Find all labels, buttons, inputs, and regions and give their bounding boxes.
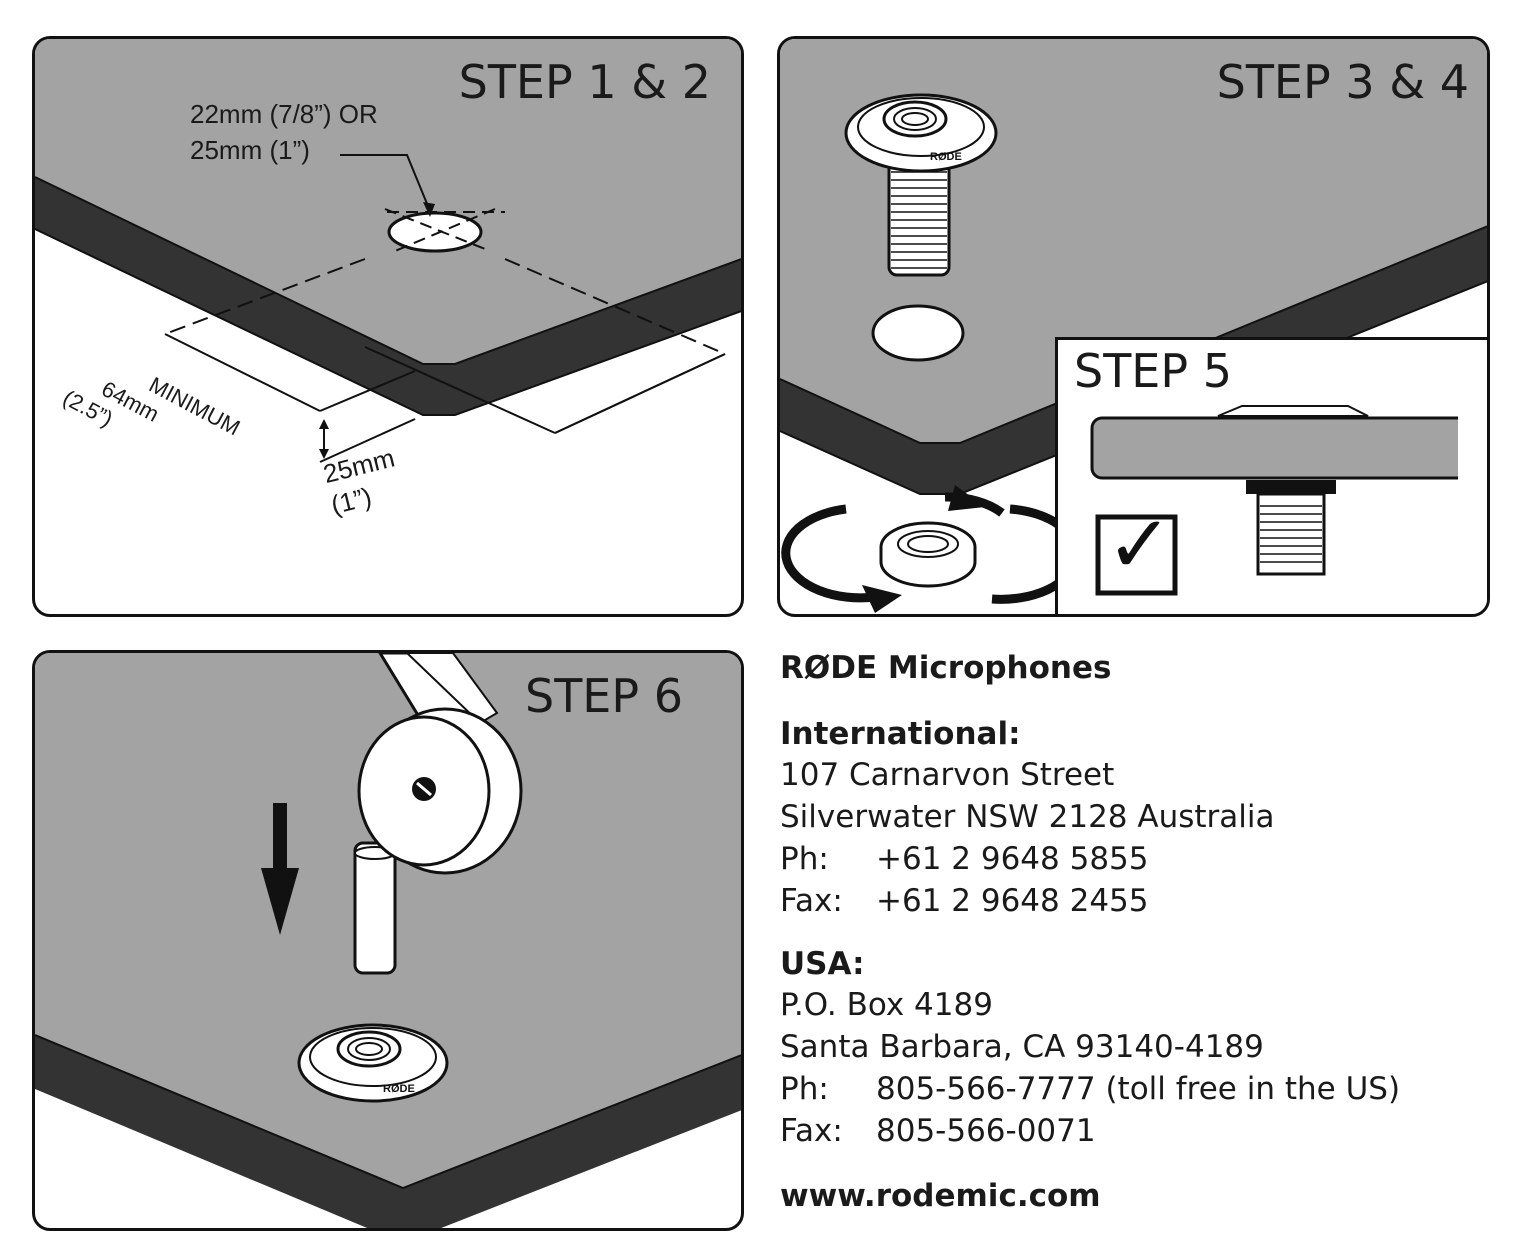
step-5-inset: STEP 5 ✓ — [1055, 337, 1487, 614]
desk-illustration-step-6 — [35, 653, 741, 1228]
international-address-1: 107 Carnarvon Street — [780, 757, 1115, 793]
step-3-4-logo: RØDE — [930, 151, 962, 163]
usa-fax: 805-566-0071 — [876, 1113, 1096, 1149]
international-heading: International: — [780, 716, 1021, 752]
step-5-title: STEP 5 — [1074, 344, 1232, 398]
checkmark-icon: ✓ — [1106, 498, 1174, 591]
step-6-logo: RØDE — [383, 1083, 415, 1095]
step-1-2-panel: STEP 1 & 2 22mm (7/8”) OR 25mm (1”) MINI… — [32, 36, 744, 617]
international-phone-row: Ph: +61 2 9648 5855 — [780, 838, 1480, 880]
usa-phone-row: Ph: 805-566-7777 (toll free in the US) — [780, 1068, 1480, 1110]
contact-info: RØDE Microphones International: 107 Carn… — [780, 648, 1480, 1216]
step-6-title: STEP 6 — [525, 669, 683, 723]
step-3-4-panel: RØDE STEP 3 & 4 STEP 5 ✓ — [777, 36, 1490, 617]
usa-fax-row: Fax: 805-566-0071 — [780, 1110, 1480, 1152]
usa-phone-label: Ph: — [780, 1071, 829, 1107]
brand-name: RØDE Microphones — [780, 650, 1112, 686]
step-3-4-title: STEP 3 & 4 — [1216, 55, 1469, 109]
desk-illustration-step-3-4 — [780, 39, 1487, 613]
website-link[interactable]: www.rodemic.com — [780, 1178, 1101, 1214]
step-1-2-title: STEP 1 & 2 — [458, 55, 711, 109]
usa-fax-label: Fax: — [780, 1113, 843, 1149]
hole-size-label-line1: 22mm (7/8”) OR — [190, 99, 378, 129]
international-address-2: Silverwater NSW 2128 Australia — [780, 799, 1275, 835]
desk-illustration-step-1-2 — [35, 39, 741, 463]
hole-size-label-line2: 25mm (1”) — [190, 135, 310, 165]
usa-address-2: Santa Barbara, CA 93140-4189 — [780, 1029, 1264, 1065]
usa-phone: 805-566-7777 (toll free in the US) — [876, 1071, 1401, 1107]
step-6-panel: RØDE STEP 6 — [32, 650, 744, 1231]
international-fax: +61 2 9648 2455 — [876, 883, 1149, 919]
step-5-illustration — [1090, 405, 1487, 596]
international-phone: +61 2 9648 5855 — [876, 841, 1149, 877]
international-phone-label: Ph: — [780, 841, 829, 877]
international-fax-row: Fax: +61 2 9648 2455 — [780, 880, 1480, 922]
usa-address-1: P.O. Box 4189 — [780, 987, 993, 1023]
international-fax-label: Fax: — [780, 883, 843, 919]
usa-heading: USA: — [780, 946, 865, 982]
